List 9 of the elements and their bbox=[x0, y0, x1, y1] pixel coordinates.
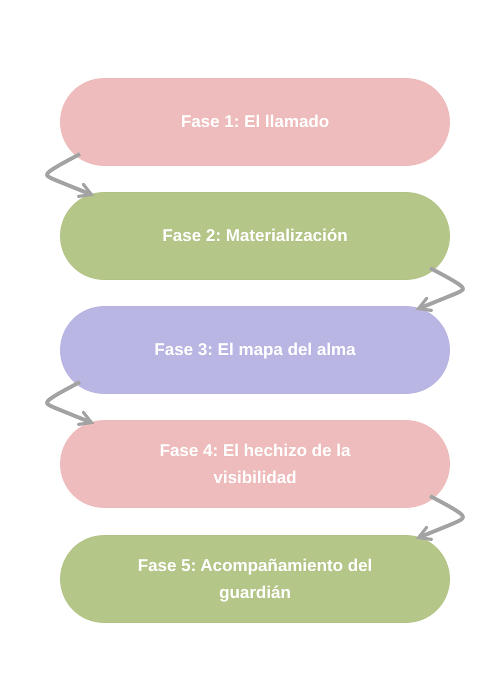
phase-label: Fase 4: El hechizo de la visibilidad bbox=[158, 440, 352, 489]
phase-label: Fase 2: Materialización bbox=[162, 225, 348, 248]
curved-arrow bbox=[416, 266, 465, 312]
curved-arrow bbox=[416, 494, 465, 541]
phase-label: Fase 5: Acompañamiento del guardián bbox=[136, 554, 374, 604]
phase-label: Fase 1: El llamado bbox=[180, 111, 330, 134]
curved-arrow bbox=[45, 380, 94, 426]
curved-arrow bbox=[45, 152, 94, 198]
phase-label: Fase 3: El mapa del alma bbox=[154, 339, 356, 362]
